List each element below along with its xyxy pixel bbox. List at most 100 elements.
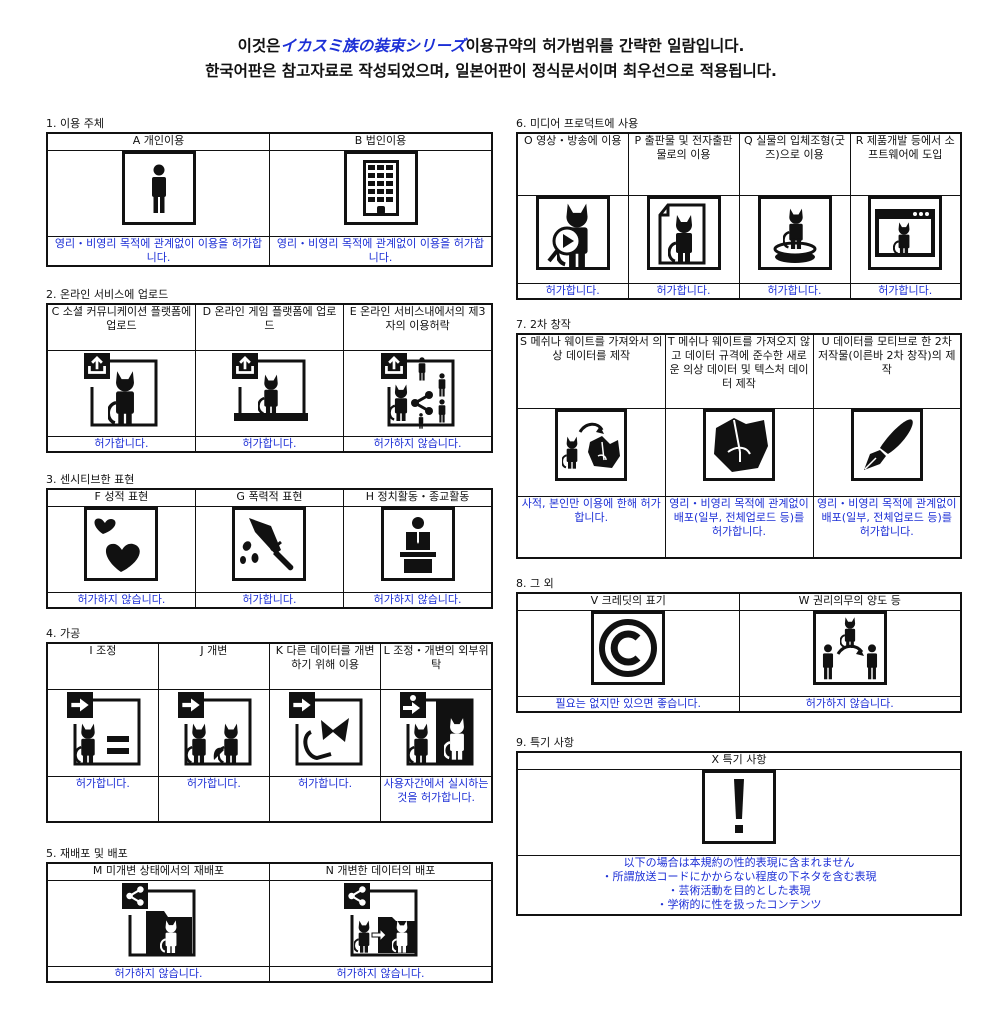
item-header-r: R 제품개발 등에서 소프트웨어에 도입: [849, 132, 962, 196]
garment-icon: [703, 408, 775, 481]
person-icon: [121, 150, 196, 225]
share-modified-icon: [342, 881, 420, 963]
section-derivative-works: 7. 2차 창작 S 메쉬나 웨이트를 가져와서 의상 데이터를 제작 T 메쉬…: [516, 317, 962, 559]
item-header-h: H 정치활동・종교활동: [343, 488, 493, 507]
permission-table: X 특기 사항 以下の場合は本規約の性的表現に含まれません ・所謂放送コードにか…: [516, 751, 962, 916]
upload-share-icon: [379, 351, 457, 433]
section-label: 9. 특기 사항: [516, 736, 574, 749]
item-result-g: 허가합니다.: [194, 591, 345, 609]
item-header-s: S 메쉬나 웨이트를 가져와서 의상 데이터를 제작: [516, 333, 666, 409]
modify-icon: [176, 690, 252, 770]
item-result-h: 허가하지 않습니다.: [343, 591, 493, 609]
item-header-v: V 크레딧의 표기: [516, 592, 740, 611]
item-result-d: 허가합니다.: [194, 435, 345, 453]
title-line-2: 한국어판은 참고자료로 작성되었으며, 일본어판이 정식문서이며 최우선으로 적…: [205, 62, 777, 80]
item-result-m: 허가하지 않습니다.: [46, 965, 270, 983]
section-sensitive-expression: 3. 센시티브한 표현 F 성적 표현 G 폭력적 표현 H 정치활동・종교활동: [46, 472, 493, 609]
item-result-n: 허가하지 않습니다.: [269, 965, 493, 983]
item-header-l: L 조정・개변의 외부위탁: [380, 642, 493, 690]
item-result-v: 필요는 없지만 있으면 좋습니다.: [516, 695, 740, 713]
section-label: 8. 그 외: [516, 577, 554, 590]
item-result-j: 허가합니다.: [157, 775, 271, 823]
mesh-transfer-icon: [555, 408, 628, 481]
item-result-o: 허가합니다.: [516, 282, 629, 300]
item-header-m: M 미개변 상태에서의 재배포: [46, 862, 270, 881]
building-icon: [343, 150, 418, 225]
adjust-icon: [65, 690, 141, 770]
permission-table: M 미개변 상태에서의 재배포 N 개변한 데이터의 배포 허가하지 않습니다.…: [46, 862, 493, 983]
item-header-e: E 온라인 서비스내에서의 제3자의 이용허락: [343, 303, 493, 351]
item-header-k: K 다른 데이터를 개변하기 위해 이용: [268, 642, 382, 690]
permission-table: F 성적 표현 G 폭력적 표현 H 정치활동・종교활동: [46, 488, 493, 609]
item-result-r: 허가합니다.: [849, 282, 962, 300]
section-label: 5. 재배포 및 배포: [46, 847, 128, 860]
software-icon: [868, 195, 943, 270]
copyright-icon: [591, 610, 666, 685]
item-result-s: 사적, 본인만 이용에 한해 허가합니다.: [516, 495, 666, 559]
item-header-d: D 온라인 게임 플랫폼에 업로드: [194, 303, 345, 351]
video-icon: [535, 195, 610, 270]
upload-avatar-icon: [82, 351, 160, 433]
knife-icon: [232, 506, 307, 581]
pen-nib-icon: [850, 408, 923, 481]
section-redistribution: 5. 재배포 및 배포 M 미개변 상태에서의 재배포 N 개변한 데이터의 배…: [46, 846, 493, 983]
upload-monitor-icon: [230, 351, 309, 433]
item-header-x: X 특기 사항: [516, 751, 962, 770]
item-result-p: 허가합니다.: [627, 282, 740, 300]
section-label: 2. 온라인 서비스에 업로드: [46, 288, 169, 301]
item-header-p: P 출판물 및 전자출판물로의 이용: [627, 132, 740, 196]
section-online-upload: 2. 온라인 서비스에 업로드 C 소셜 커뮤니케이션 플랫폼에 업로드 D 온…: [46, 287, 493, 453]
item-result-a: 영리・비영리 목적에 관계없이 이용을 허가합니다.: [46, 235, 270, 267]
transfer-rights-icon: [812, 610, 887, 685]
permission-table: C 소셜 커뮤니케이션 플랫폼에 업로드 D 온라인 게임 플랫폼에 업로드 E…: [46, 303, 493, 453]
permission-table: I 조정 J 개변 K 다른 데이터를 개변하기 위해 이용 L 조정・개변의 …: [46, 642, 493, 823]
item-result-x: 以下の場合は本規約の性的表現に含まれません ・所謂放送コードにかからない程度の下…: [516, 854, 962, 916]
page-title: 이것은イカスミ族の装束シリーズ이용규약의 허가범위를 간략한 일람입니다. 한국…: [0, 34, 982, 84]
share-folder-icon: [120, 881, 198, 963]
item-header-c: C 소셜 커뮤니케이션 플랫폼에 업로드: [46, 303, 196, 351]
figure-icon: [757, 195, 832, 270]
hearts-icon: [84, 506, 159, 581]
item-header-b: B 법인이용: [269, 132, 493, 151]
title-line-1: 이것은イカスミ族の装束シリーズ이용규약의 허가범위를 간략한 일람입니다.: [237, 37, 745, 55]
item-header-i: I 조정: [46, 642, 159, 690]
exclamation-icon: [702, 769, 776, 844]
item-result-k: 허가합니다.: [268, 775, 382, 823]
section-processing: 4. 가공 I 조정 J 개변 K 다른 데이터를 개변하기 위해 이용 L 조…: [46, 626, 493, 823]
item-result-b: 영리・비영리 목적에 관계없이 이용을 허가합니다.: [269, 235, 493, 267]
item-header-q: Q 실물의 입체조형(굿즈)으로 이용: [738, 132, 851, 196]
section-media-products: 6. 미디어 프로덕트에 사용 O 영상・방송에 이용 P 출판물 및 전자출판…: [516, 116, 962, 300]
item-result-f: 허가하지 않습니다.: [46, 591, 196, 609]
item-result-c: 허가합니다.: [46, 435, 196, 453]
section-special-notes: 9. 특기 사항 X 특기 사항 以下の場合は本規約の性的表現に含まれません ・…: [516, 735, 962, 916]
item-header-t: T 메쉬나 웨이트를 가져오지 않고 데이터 규격에 준수한 새로운 의상 데이…: [664, 333, 814, 409]
item-header-w: W 권리의무의 양도 등: [738, 592, 962, 611]
section-others: 8. 그 외 V 크레딧의 표기 W 권리의무의 양도 등 필요는 없지만 있으…: [516, 576, 962, 713]
permission-table: V 크레딧의 표기 W 권리의무의 양도 등 필요는 없지만 있으면 좋습니다.…: [516, 592, 962, 713]
section-label: 3. 센시티브한 표현: [46, 473, 135, 486]
section-label: 7. 2차 창작: [516, 318, 571, 331]
permission-table: S 메쉬나 웨이트를 가져와서 의상 데이터를 제작 T 메쉬나 웨이트를 가져…: [516, 333, 962, 559]
item-header-a: A 개인이용: [46, 132, 270, 151]
section-usage-subject: 1. 이용 주체 A 개인이용 B 법인이용 영리・비영리 목적에 관계없이: [46, 116, 493, 267]
brand-name: イカスミ族の装束シリーズ: [280, 37, 466, 55]
item-header-n: N 개변한 데이터의 배포: [269, 862, 493, 881]
item-result-u: 영리・비영리 목적에 관계없이 배포(일부, 전체업로드 등)를 허가합니다.: [812, 495, 962, 559]
item-header-u: U 데이터를 모티브로 한 2차 저작물(이른바 2차 창작)의 제작: [812, 333, 962, 409]
document-icon: [646, 195, 721, 270]
permission-table: O 영상・방송에 이용 P 출판물 및 전자출판물로의 이용 Q 실물의 입체조…: [516, 132, 962, 300]
item-header-f: F 성적 표현: [46, 488, 196, 507]
parts-icon: [287, 690, 363, 770]
item-result-w: 허가하지 않습니다.: [738, 695, 962, 713]
item-result-q: 허가합니다.: [738, 282, 851, 300]
item-result-i: 허가합니다.: [46, 775, 159, 823]
item-result-e: 허가하지 않습니다.: [343, 435, 493, 453]
podium-icon: [380, 506, 455, 581]
item-result-l: 사용자간에서 실시하는 것을 허가합니다.: [380, 775, 493, 823]
item-header-g: G 폭력적 표현: [194, 488, 345, 507]
item-header-o: O 영상・방송에 이용: [516, 132, 629, 196]
section-label: 4. 가공: [46, 627, 81, 640]
item-result-t: 영리・비영리 목적에 관계없이 배포(일부, 전체업로드 등)를 허가합니다.: [664, 495, 814, 559]
section-label: 1. 이용 주체: [46, 117, 104, 130]
section-label: 6. 미디어 프로덕트에 사용: [516, 117, 639, 130]
